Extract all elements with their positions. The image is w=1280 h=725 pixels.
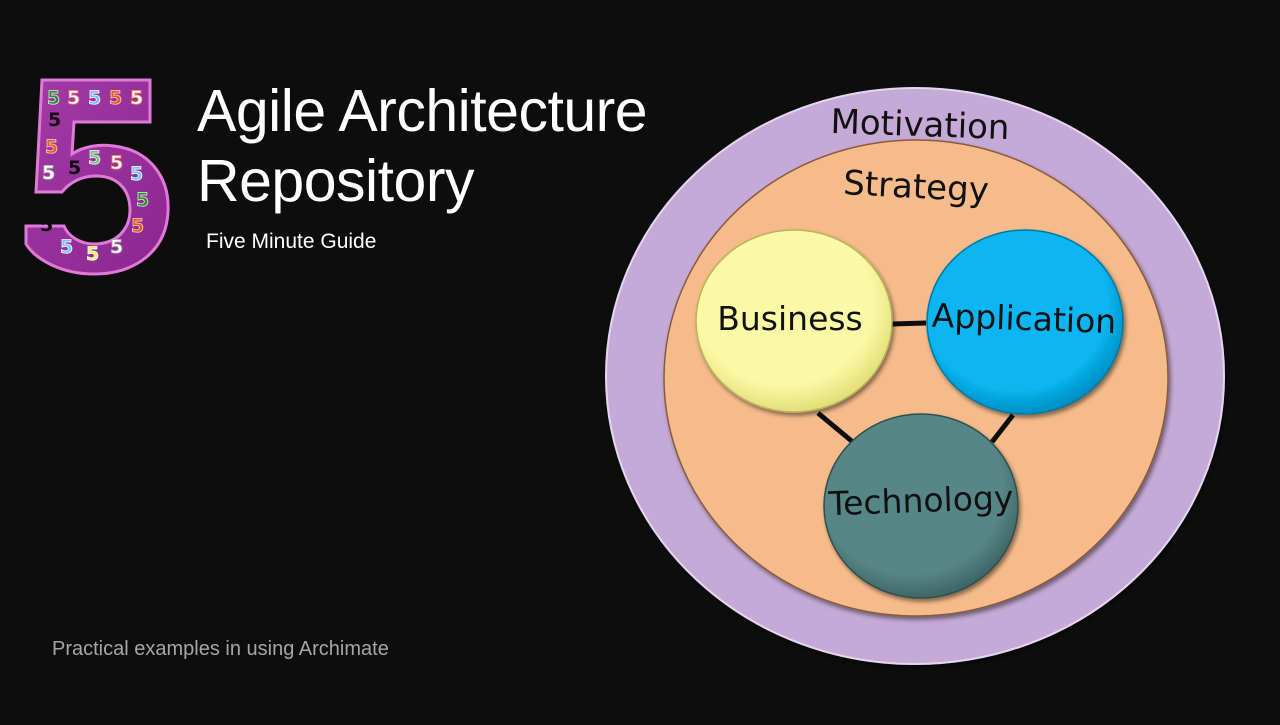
svg-text:5: 5 (130, 87, 143, 109)
svg-text:5: 5 (47, 87, 60, 109)
subtitle: Five Minute Guide (206, 230, 377, 253)
footer-caption: Practical examples in using Archimate (52, 638, 389, 660)
layer-technology: Technology (823, 413, 1019, 599)
layer-application: Application (926, 229, 1124, 415)
svg-text:5: 5 (42, 162, 55, 184)
five-logo-icon: 5 5 5 5 5 5 5 5 5 5 5 5 5 5 5 5 5 5 (22, 76, 172, 276)
svg-text:5: 5 (110, 236, 123, 258)
connectors (816, 320, 1015, 445)
svg-text:5: 5 (88, 87, 101, 109)
title-line-2: Repository (197, 148, 475, 214)
title-line-1: Agile Architecture (197, 78, 648, 144)
strategy-label: Strategy (842, 163, 990, 211)
application-label: Application (931, 296, 1117, 341)
connector-business-application (891, 320, 927, 327)
svg-text:5: 5 (86, 243, 99, 265)
technology-label: Technology (827, 478, 1014, 523)
svg-text:5: 5 (60, 236, 73, 258)
svg-text:5: 5 (88, 147, 101, 169)
page-title: Agile Architecture Repository (197, 76, 648, 216)
svg-text:5: 5 (48, 109, 61, 131)
connector-business-technology (816, 411, 856, 445)
business-label: Business (717, 299, 863, 338)
layer-business: Business (695, 229, 893, 413)
connector-application-technology (990, 413, 1015, 444)
svg-text:5: 5 (110, 152, 123, 174)
svg-text:5: 5 (67, 87, 80, 109)
svg-text:5: 5 (40, 214, 53, 236)
svg-text:5: 5 (68, 157, 81, 179)
svg-text:5: 5 (130, 163, 143, 185)
svg-text:5: 5 (131, 215, 144, 237)
svg-text:5: 5 (45, 136, 58, 158)
svg-text:5: 5 (136, 189, 149, 211)
svg-text:5: 5 (109, 87, 122, 109)
